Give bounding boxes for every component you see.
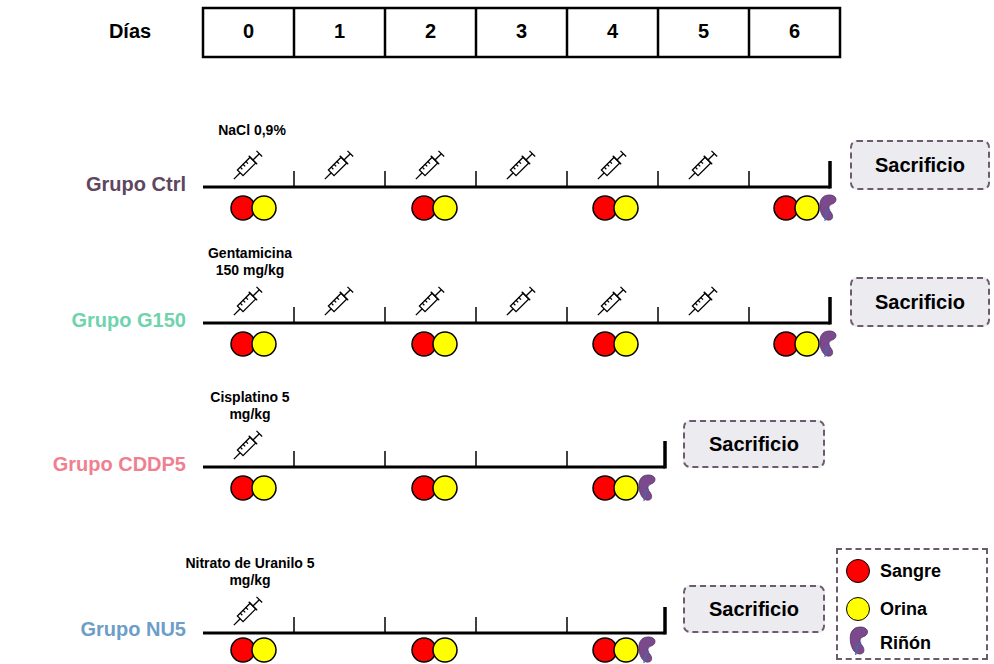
day-tick [384, 171, 386, 187]
text-label: Grupo CDDP5 [53, 452, 186, 476]
day-tick [566, 171, 568, 187]
syringe-icon [594, 149, 628, 183]
sacrifice-box: Sacrificio [683, 585, 825, 633]
end-tick [828, 297, 832, 325]
syringe-icon [230, 285, 264, 319]
table-divider [475, 8, 478, 57]
day-tick [475, 171, 477, 187]
sacrifice-box: Sacrificio [850, 277, 990, 327]
kidney-icon [639, 637, 655, 663]
day-tick [475, 307, 477, 323]
urine-sample [614, 332, 638, 356]
syringe-icon [685, 285, 719, 319]
table-cell: 2 [425, 19, 436, 43]
kidney-icon [820, 331, 836, 357]
table-cell: 1 [334, 19, 345, 43]
sacrifice-box: Sacrificio [683, 420, 825, 468]
day-tick [293, 171, 295, 187]
kidney-icon [820, 195, 836, 221]
timeline [203, 632, 665, 635]
box-text: Sacrificio [875, 154, 965, 177]
urine-sample [252, 476, 276, 500]
text-label: Cisplatino 5 mg/kg [200, 389, 300, 423]
day-tick [748, 307, 750, 323]
legend-text: Orina [880, 599, 927, 620]
urine-sample [252, 196, 276, 220]
timeline [203, 322, 830, 325]
axis-title: Días [109, 19, 151, 43]
urine-sample [252, 332, 276, 356]
urine-sample [795, 332, 819, 356]
syringe-icon [230, 429, 264, 463]
text-label: Grupo Ctrl [86, 172, 186, 196]
table-cell: 4 [607, 19, 618, 43]
box-text: Sacrificio [709, 433, 799, 456]
day-tick [566, 451, 568, 467]
legend-text: Sangre [880, 561, 941, 582]
urine-sample [433, 476, 457, 500]
day-tick [384, 617, 386, 633]
table-cell: 0 [243, 19, 254, 43]
day-tick [293, 307, 295, 323]
legend-row: Sangre [846, 556, 941, 586]
legend-row: Orina [846, 594, 927, 624]
timeline [203, 186, 830, 189]
day-tick [384, 307, 386, 323]
urine-sample [614, 638, 638, 662]
text-label: NaCl 0,9% [218, 122, 286, 139]
day-tick [566, 617, 568, 633]
urine-sample [433, 638, 457, 662]
text-label: Gentamicina 150 mg/kg [195, 245, 305, 279]
table-divider [566, 8, 569, 57]
table-divider [293, 8, 296, 57]
table-cell: 3 [516, 19, 527, 43]
end-tick [828, 161, 832, 189]
day-tick [384, 451, 386, 467]
syringe-icon [230, 149, 264, 183]
syringe-icon [594, 285, 628, 319]
table-cell: 5 [698, 19, 709, 43]
day-tick [475, 617, 477, 633]
urine-sample [252, 638, 276, 662]
urine-sample [614, 476, 638, 500]
legend-text: Riñón [880, 633, 931, 654]
table-cell: 6 [789, 19, 800, 43]
timeline [203, 466, 665, 469]
text-label: Grupo NU5 [80, 617, 186, 641]
urine-sample [433, 332, 457, 356]
urine-sample [433, 196, 457, 220]
box-text: Sacrificio [875, 291, 965, 314]
kidney-icon [639, 475, 655, 501]
day-tick [293, 451, 295, 467]
urine-sample [614, 196, 638, 220]
day-tick [293, 617, 295, 633]
kidney-icon [848, 626, 872, 656]
day-tick [475, 451, 477, 467]
syringe-icon [230, 595, 264, 629]
day-tick [748, 171, 750, 187]
day-tick [657, 171, 659, 187]
syringe-icon [503, 149, 537, 183]
syringe-icon [412, 149, 446, 183]
text-label: Nitrato de Uranilo 5 mg/kg [170, 555, 330, 589]
urine-sample [795, 196, 819, 220]
legend-swatch [846, 597, 870, 621]
table-divider [748, 8, 751, 57]
sacrifice-box: Sacrificio [850, 140, 990, 190]
end-tick [663, 441, 667, 469]
end-tick [663, 607, 667, 635]
legend-swatch [846, 559, 870, 583]
syringe-icon [685, 149, 719, 183]
day-tick [657, 307, 659, 323]
syringe-icon [321, 285, 355, 319]
box-text: Sacrificio [709, 598, 799, 621]
legend-box: SangreOrinaRiñón [836, 548, 988, 660]
table-divider [384, 8, 387, 57]
syringe-icon [321, 149, 355, 183]
table-divider [657, 8, 660, 57]
text-label: Grupo G150 [72, 308, 186, 332]
syringe-icon [503, 285, 537, 319]
syringe-icon [412, 285, 446, 319]
day-tick [566, 307, 568, 323]
